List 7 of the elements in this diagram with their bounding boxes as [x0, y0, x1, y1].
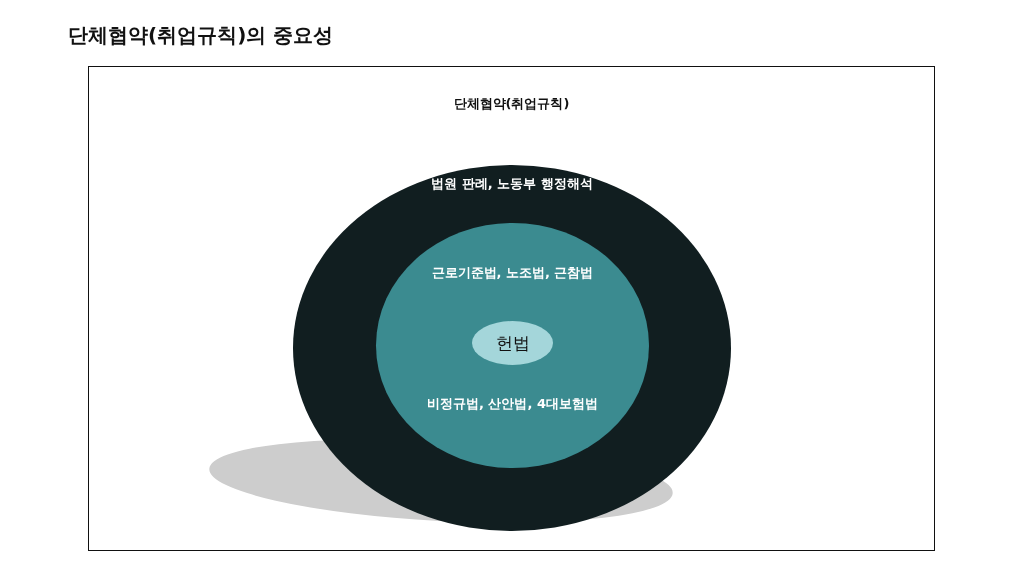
- outer-frame: [88, 66, 935, 551]
- circle-label: 헌법: [495, 332, 530, 355]
- title: 단체협약(취업규칙)의 중요성: [68, 22, 334, 49]
- circle-label: 근로기준법, 노조법, 근참법: [431, 264, 594, 282]
- circle-label: 비정규법, 산안법, 4대보험법: [427, 395, 598, 413]
- circle-label: 법원 판례, 노동부 행정해석: [431, 175, 593, 193]
- circle-label: 단체협약(취업규칙): [453, 95, 570, 113]
